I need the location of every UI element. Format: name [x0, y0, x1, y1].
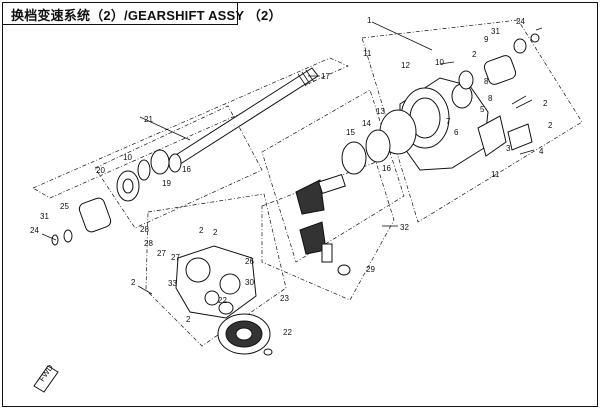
bearing-15: [341, 141, 367, 175]
callout: 32: [400, 223, 409, 232]
callout: 27: [157, 249, 166, 258]
callout: 12: [401, 61, 410, 70]
callout: 2: [131, 278, 136, 287]
callout: 5: [480, 105, 485, 114]
callout: 10: [435, 58, 444, 67]
callout: 17: [321, 72, 330, 81]
callout: 29: [366, 265, 375, 274]
callout: 23: [280, 294, 289, 303]
callout: 25: [60, 202, 69, 211]
callout: 24: [516, 17, 525, 26]
callout: 16: [182, 165, 191, 174]
leader-lines: [139, 21, 433, 227]
callout: 13: [376, 107, 385, 116]
callout: 24: [30, 226, 39, 235]
bearing-14: [365, 129, 391, 163]
bearing-stack-left: [51, 149, 170, 246]
callout: 28: [144, 239, 153, 248]
bolts: [41, 27, 543, 295]
bearing-assembly-9: [458, 33, 540, 90]
callout: 2: [213, 228, 218, 237]
callout: 30: [245, 278, 254, 287]
callout: 2: [199, 226, 204, 235]
callout: 28: [140, 225, 149, 234]
callout: 8: [488, 94, 493, 103]
callout: 27: [171, 253, 180, 262]
callout: 11: [491, 170, 500, 179]
callout-labels: 1 2 2 2 2 2 2 2 3 4 5 6 7 8 8 9 10 10 11…: [30, 16, 553, 337]
callout: 6: [454, 128, 459, 137]
callout: 20: [96, 166, 105, 175]
shift-linkage: [477, 99, 535, 157]
callout: 2: [543, 99, 548, 108]
callout: 8: [484, 77, 489, 86]
gear-case-lower: [175, 245, 257, 319]
fwd-arrow: FWD: [33, 363, 59, 393]
callout: 22: [283, 328, 292, 337]
callout: 33: [168, 279, 177, 288]
pinion-gear: [295, 173, 351, 276]
callout: 1: [367, 16, 372, 25]
callout: 19: [162, 179, 171, 188]
callout: 2: [186, 315, 191, 324]
callout: 31: [491, 27, 500, 36]
callout: 16: [382, 164, 391, 173]
diagram-title: 换档变速系统（2）/GEARSHIFT ASSY （2）: [11, 8, 282, 23]
callout: 4: [539, 147, 544, 156]
callout: 31: [40, 212, 49, 221]
callout: 3: [506, 144, 511, 153]
callout: 14: [362, 119, 371, 128]
callout: 9: [484, 35, 489, 44]
callout: 11: [363, 49, 372, 58]
callout: 10: [123, 153, 132, 162]
callout: 2: [548, 121, 553, 130]
callout: 26: [245, 257, 254, 266]
title-box: 换档变速系统（2）/GEARSHIFT ASSY （2）: [2, 2, 282, 25]
callout: 21: [144, 115, 153, 124]
callout: 15: [346, 128, 355, 137]
main-shaft: [167, 67, 319, 173]
ring-gear: [217, 301, 273, 356]
callout: 22: [218, 296, 227, 305]
callout: 7: [446, 117, 451, 126]
callout: 2: [472, 50, 477, 59]
